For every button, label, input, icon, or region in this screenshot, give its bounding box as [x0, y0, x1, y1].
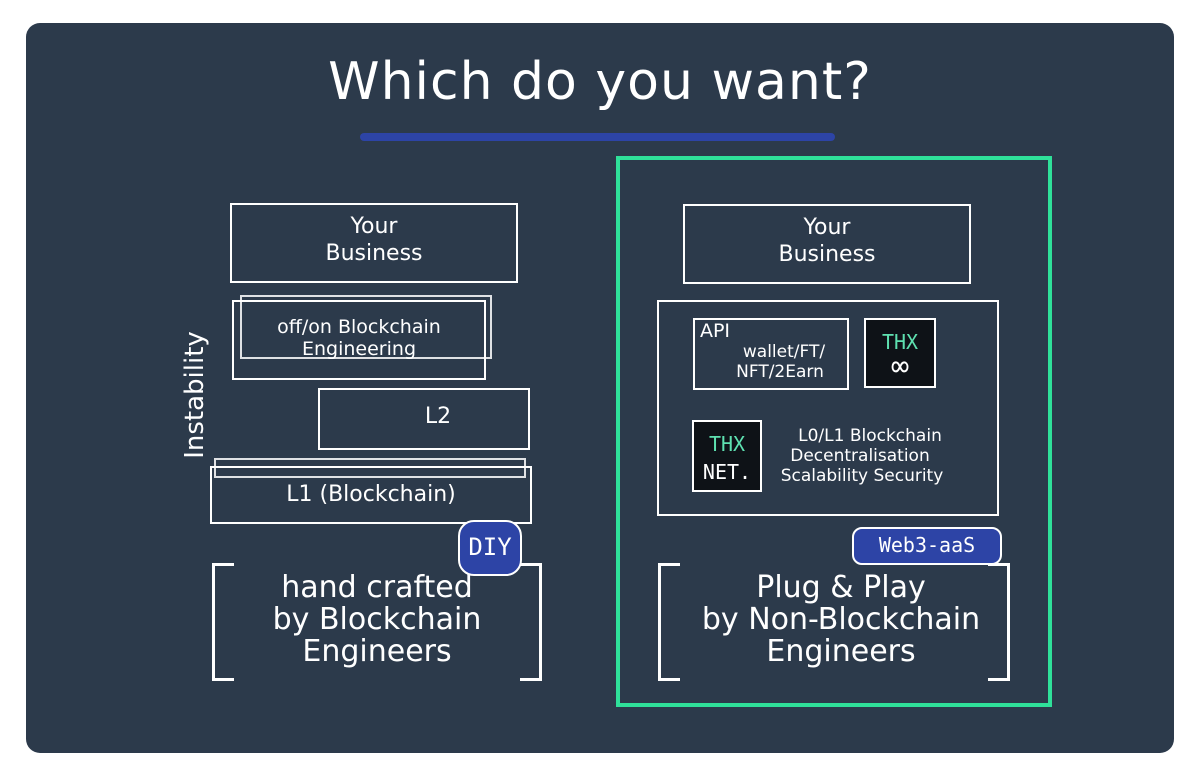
chalkboard-background — [26, 23, 1174, 753]
left-engineering-label-1: off/on Blockchain — [277, 316, 441, 338]
api-label: API — [699, 320, 731, 342]
left-l1-box-shadow — [214, 458, 526, 478]
left-l1-label: L1 (Blockchain) — [286, 482, 456, 507]
left-caption-bracket-close — [520, 563, 542, 681]
left-caption-line-1: hand crafted — [281, 570, 473, 605]
api-box — [693, 318, 849, 390]
instability-axis-label: Instability — [180, 331, 210, 459]
right-caption-bracket-open — [658, 563, 680, 681]
left-engineering-label-2: Engineering — [302, 338, 416, 360]
left-caption-bracket-open — [212, 563, 234, 681]
right-caption-line-3: Engineers — [766, 634, 916, 669]
left-l2-label: L2 — [424, 404, 452, 429]
left-caption-line-3: Engineers — [302, 634, 452, 669]
left-engineering-box-shadow — [240, 295, 492, 359]
left-caption-line-2: by Blockchain — [272, 602, 482, 637]
left-business-box — [230, 203, 518, 283]
left-business-label-2: Business — [325, 241, 423, 266]
infinity-icon: ∞ — [890, 349, 910, 384]
thx-infinity-logo-text: THX — [881, 330, 919, 354]
recommended-option-frame — [616, 156, 1052, 707]
title-underline — [360, 133, 835, 141]
thx-net-logo-text-1: THX — [708, 432, 746, 456]
net-desc-line-1: L0/L1 Blockchain — [798, 426, 942, 446]
api-items-line-2: NFT/2Earn — [736, 362, 824, 382]
page-title: Which do you want? — [328, 52, 872, 112]
net-desc-line-3: Scalability Security — [780, 466, 944, 486]
left-l2-box — [318, 388, 530, 450]
api-items-line-1: wallet/FT/ — [742, 342, 826, 362]
right-business-label-2: Business — [778, 242, 876, 267]
thx-net-logo-text-2: NET. — [702, 460, 752, 484]
web3-aas-badge: Web3-aaS — [852, 527, 1002, 565]
diy-badge: DIY — [458, 520, 522, 576]
right-platform-box — [657, 300, 999, 516]
right-caption-line-1: Plug & Play — [756, 570, 926, 605]
right-business-box — [683, 204, 971, 284]
thx-net-logo: THX NET. — [692, 420, 762, 492]
right-caption-bracket-close — [988, 563, 1010, 681]
thx-infinity-logo: THX ∞ — [864, 318, 936, 388]
left-l1-box — [210, 466, 532, 524]
left-business-label-1: Your — [350, 214, 398, 239]
right-business-label-1: Your — [803, 215, 851, 240]
net-desc-line-2: Decentralisation — [790, 446, 930, 466]
right-caption-line-2: by Non-Blockchain — [701, 602, 981, 637]
left-engineering-box — [232, 300, 486, 380]
